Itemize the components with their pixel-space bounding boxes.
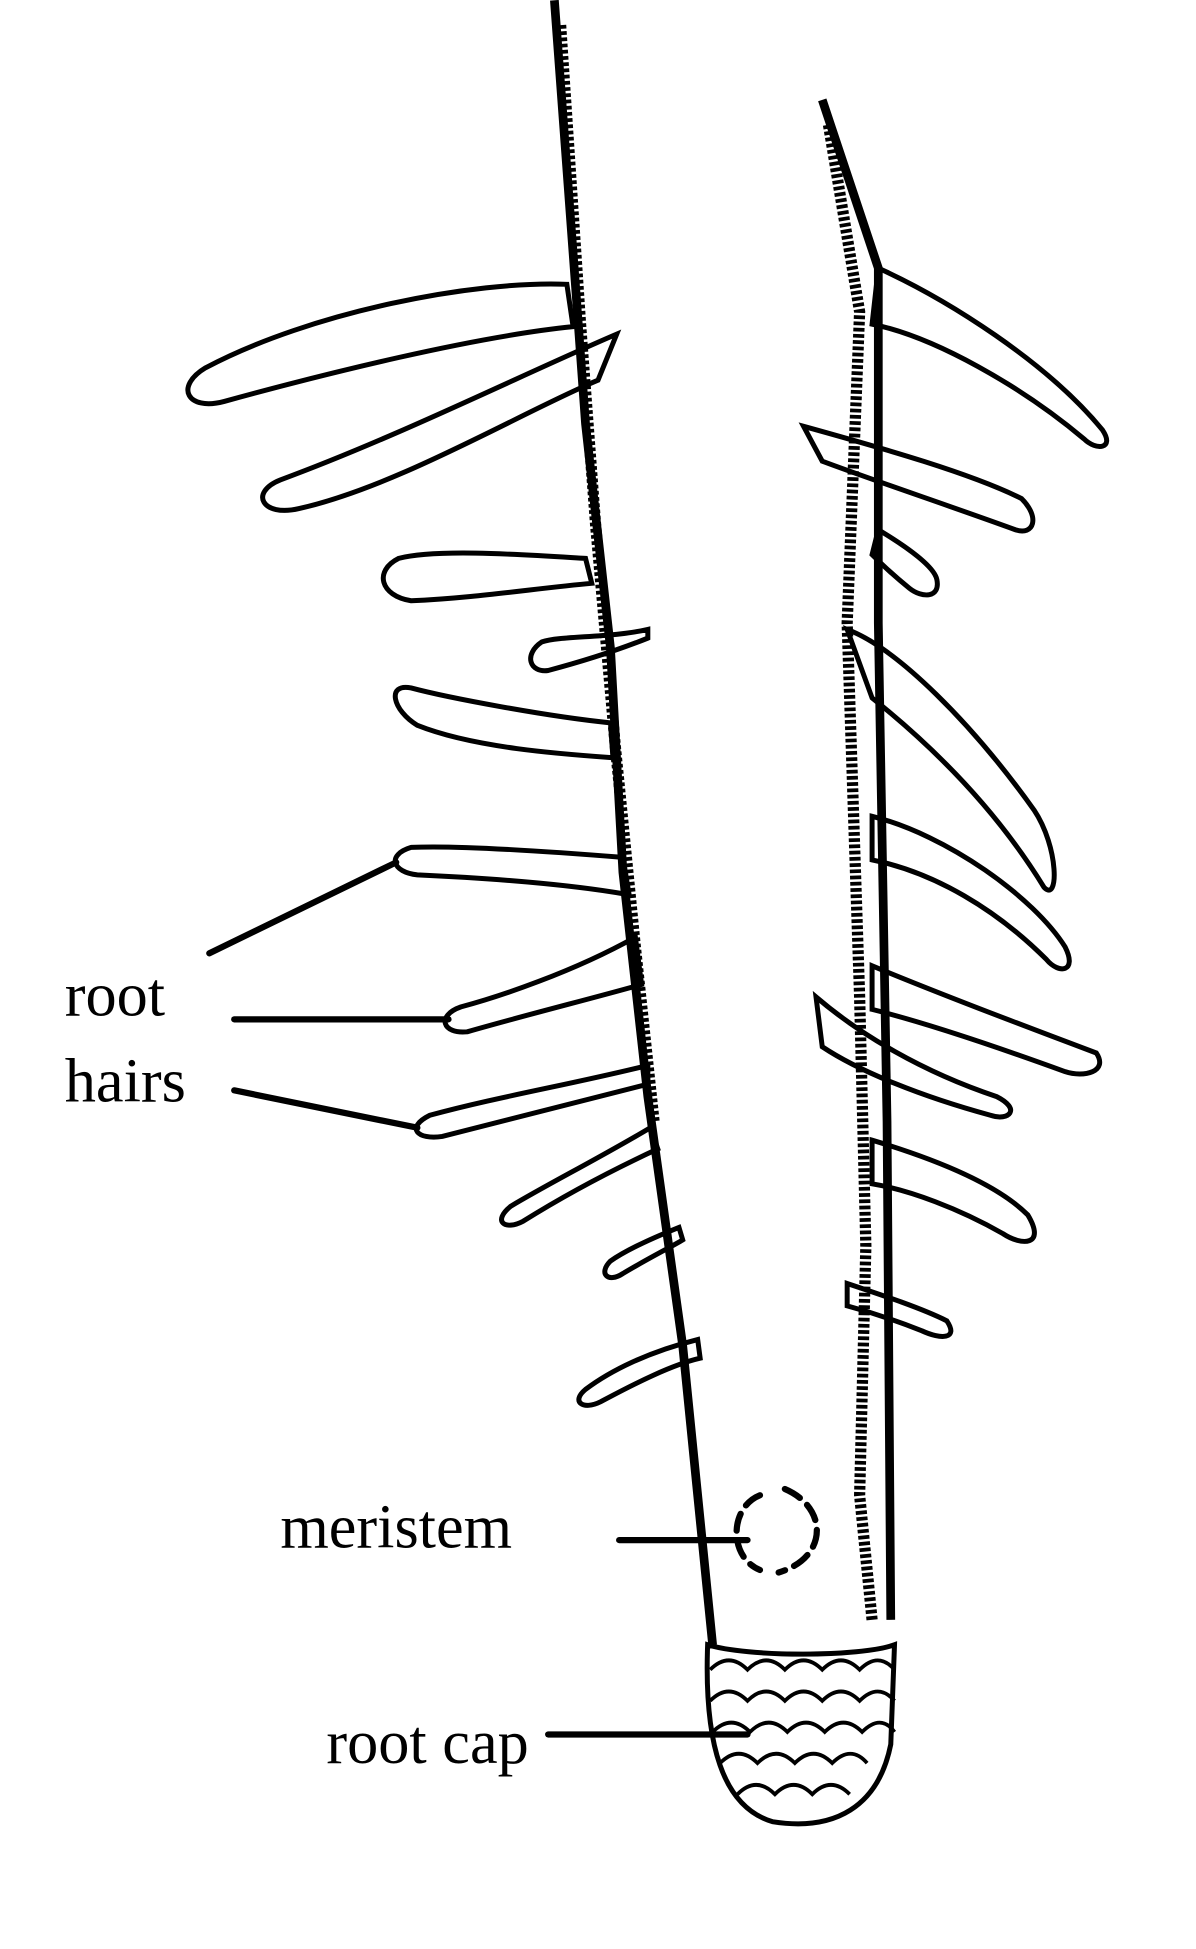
label-root: root — [65, 961, 165, 1030]
meristem-marker — [733, 1485, 820, 1576]
root-body — [550, 0, 896, 1646]
label-root-cap: root cap — [326, 1708, 528, 1777]
label-meristem: meristem — [280, 1493, 512, 1562]
root-cap-cells — [704, 1641, 898, 1827]
label-hairs: hairs — [65, 1047, 186, 1116]
leader-lines — [206, 859, 751, 1738]
root-hairs-right — [798, 264, 1110, 1339]
